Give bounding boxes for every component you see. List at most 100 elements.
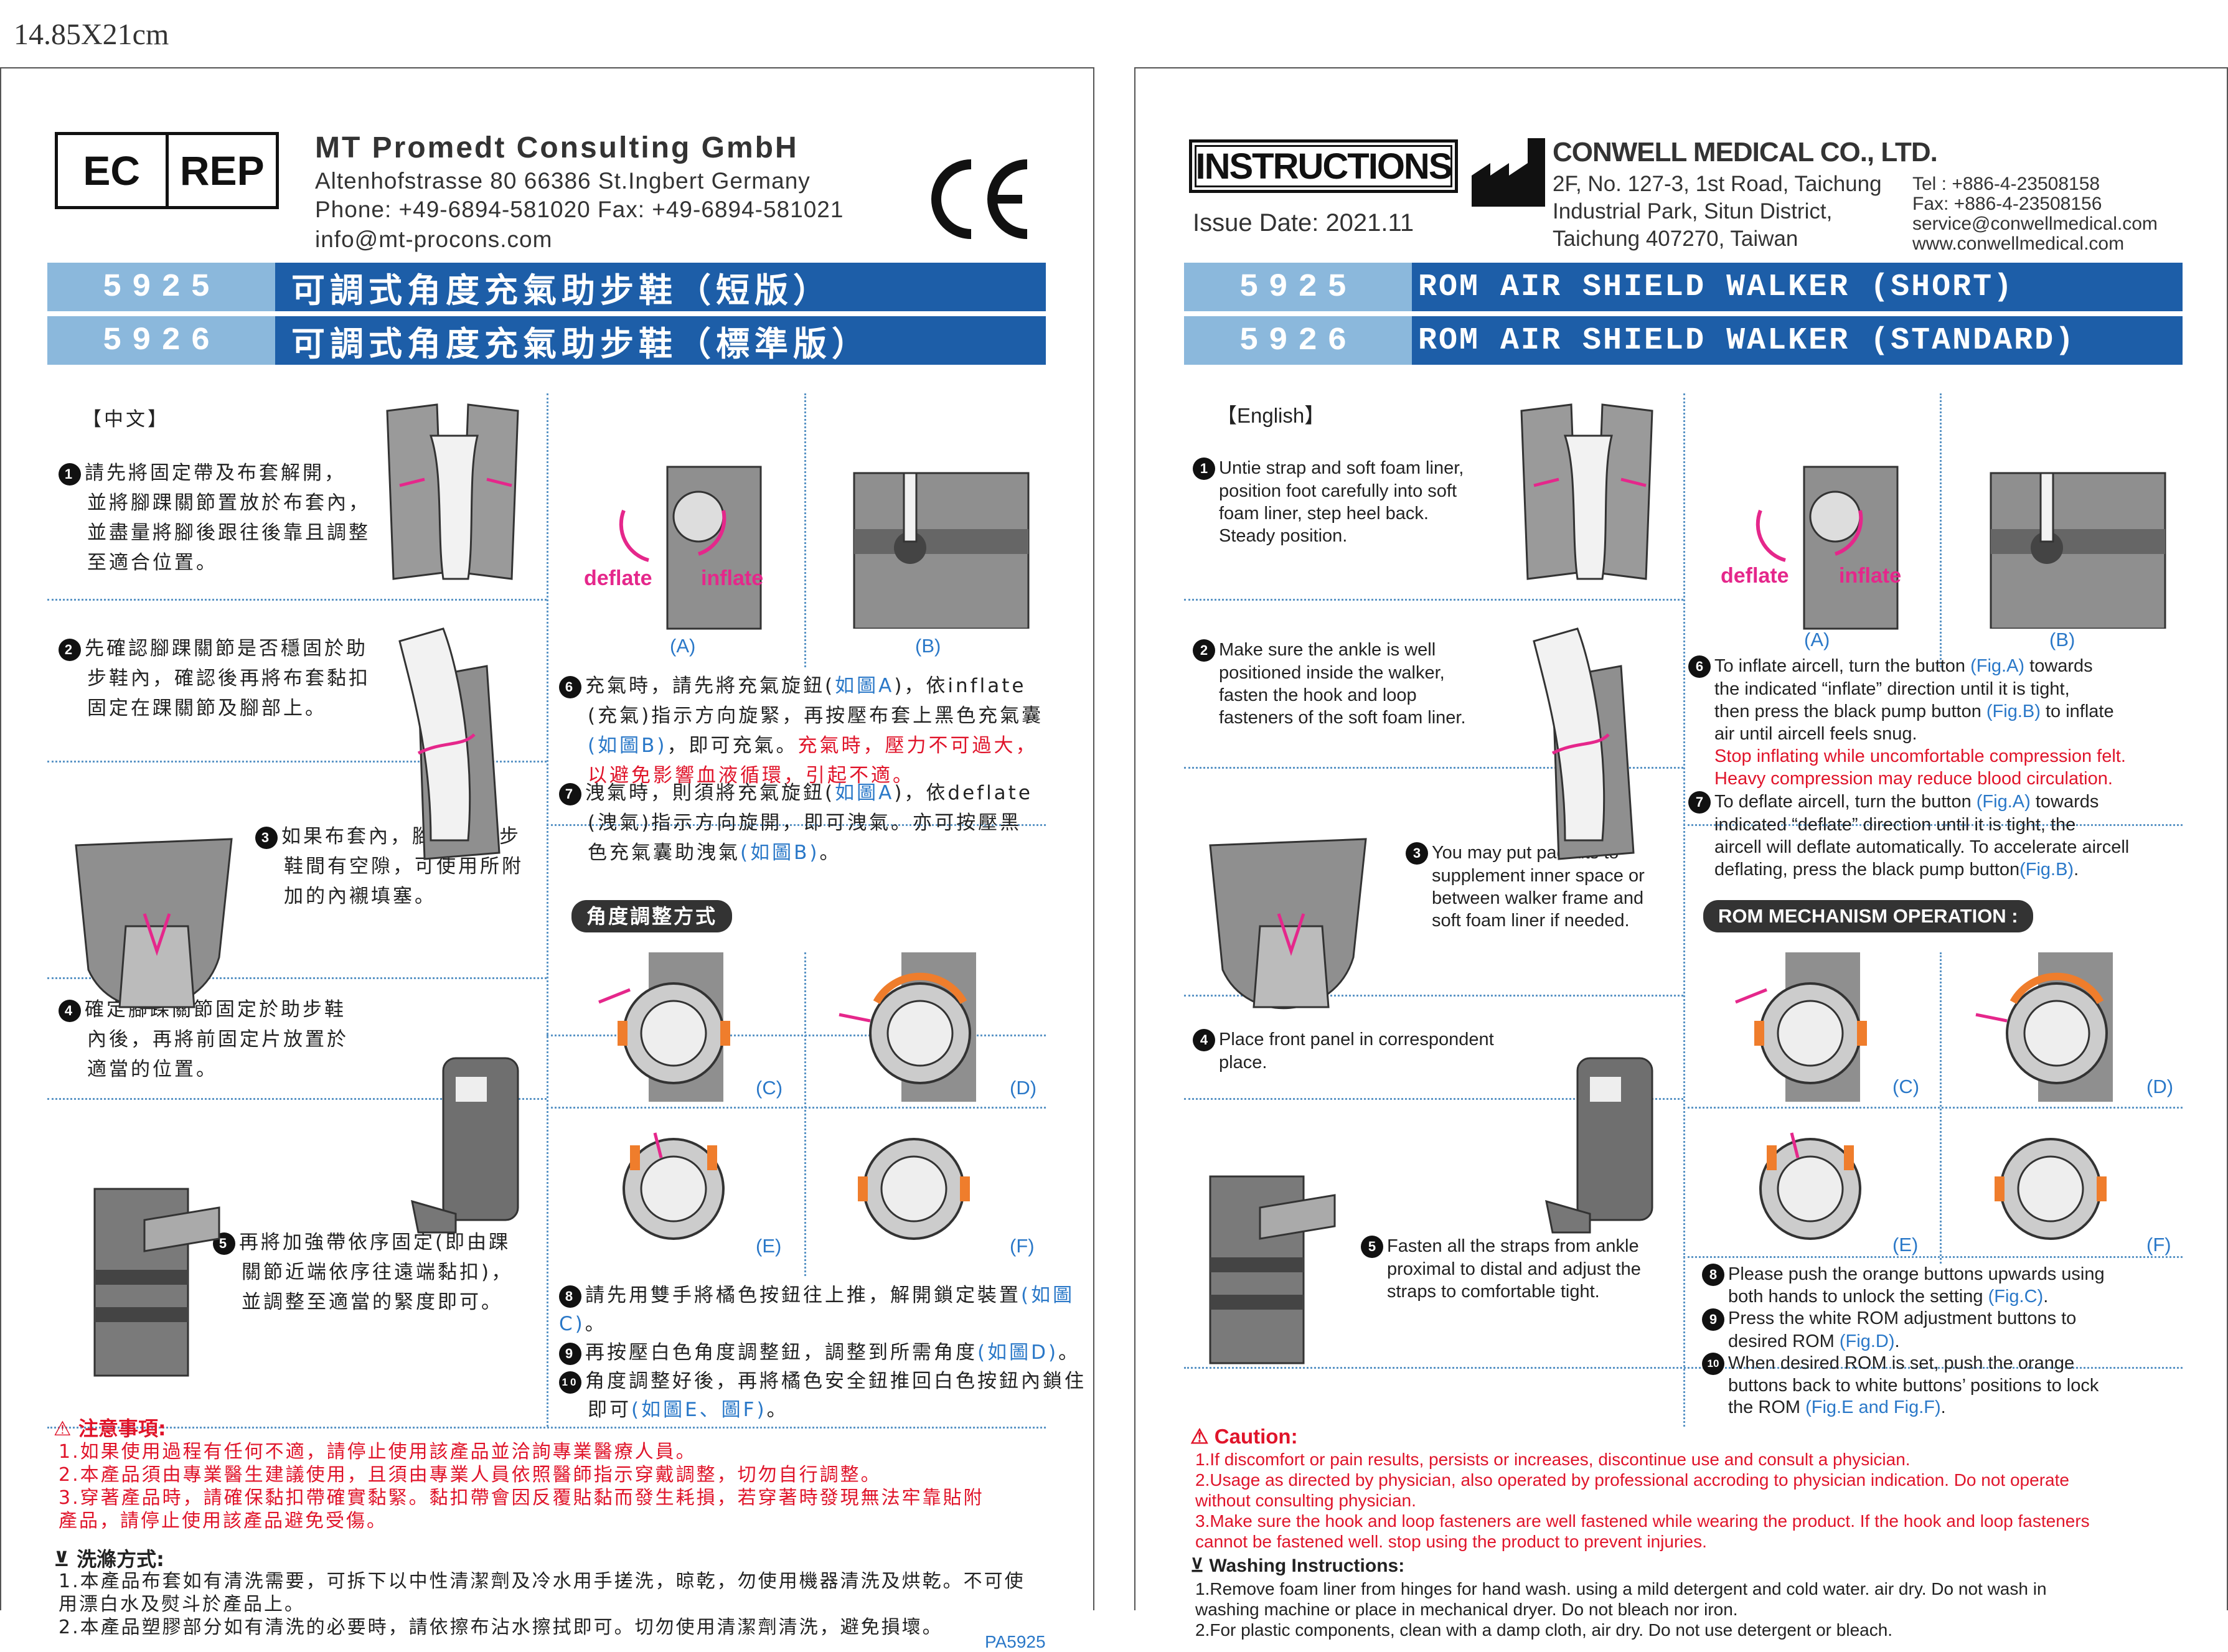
divider <box>47 977 547 979</box>
divider <box>804 952 806 1276</box>
washing-heading: ⊻ 洗滌方式: <box>54 1547 164 1571</box>
title-bar-5925: 5925 ROM AIR SHIELD WALKER (SHORT) <box>1184 263 2183 311</box>
manufacturer-icon <box>1472 138 1545 207</box>
divider <box>1184 1367 2183 1369</box>
caution-list: 1.If discomfort or pain results, persist… <box>1195 1450 2090 1551</box>
divider <box>1683 1256 2183 1258</box>
language-label: 【English】 <box>1216 404 1325 427</box>
english-instructions-panel: INSTRUCTIONS Issue Date: 2021.11 CONWELL… <box>1134 67 2228 1640</box>
ankle-in-walker-illustration <box>398 627 501 860</box>
fig-b-label: (B) <box>2049 629 2075 650</box>
fig-d-label: (D) <box>2146 1076 2174 1097</box>
warning-icon: ⚠ <box>1190 1425 1209 1448</box>
fig-d-label: (D) <box>1010 1077 1037 1099</box>
divider <box>1683 1107 2183 1109</box>
strap-fastening-illustration <box>1209 1175 1336 1364</box>
model-code: 5926 <box>1184 316 1412 365</box>
fig-a-label: (A) <box>1804 629 1830 650</box>
fig-e-label: (E) <box>1892 1234 1919 1255</box>
ec-label: EC <box>58 135 169 206</box>
washing-icon: ⊻ <box>1190 1556 1204 1576</box>
ec-rep-symbol: EC REP <box>55 132 279 209</box>
divider <box>547 1107 1046 1109</box>
fig-e-label: (E) <box>756 1235 782 1257</box>
title-bar-5926: 5926 ROM AIR SHIELD WALKER (STANDARD) <box>1184 316 2183 365</box>
divider <box>547 1035 1046 1036</box>
fig-f-illustration <box>1995 1138 2107 1240</box>
model-name: ROM AIR SHIELD WALKER (STANDARD) <box>1412 316 2183 365</box>
divider <box>47 1427 1046 1429</box>
divider <box>547 393 548 1427</box>
fig-e-illustration <box>623 1132 725 1240</box>
divider <box>47 1098 547 1100</box>
inflate-label: inflate <box>701 566 764 590</box>
fig-c-label: (C) <box>1892 1076 1920 1097</box>
manufacturer-name: CONWELL MEDICAL CO., LTD. <box>1553 137 1938 167</box>
model-name: 可調式角度充氣助步鞋（標準版） <box>275 316 1046 365</box>
foot-in-liner-illustration <box>386 403 519 580</box>
divider <box>804 393 806 667</box>
front-panel-illustration <box>411 1057 519 1234</box>
rom-adjust-tag: 角度調整方式 <box>571 900 733 932</box>
fig-b-illustration <box>1990 472 2166 629</box>
fig-f-illustration <box>858 1138 970 1240</box>
front-panel-illustration <box>1545 1057 1653 1234</box>
divider <box>1683 393 1685 1427</box>
issue-date: Issue Date: 2021.11 <box>1193 209 1414 237</box>
rep-label: REP <box>179 148 265 194</box>
divider <box>1940 393 1942 667</box>
eu-rep-company: MT Promedt Consulting GmbH <box>315 131 799 164</box>
foot-in-liner-illustration <box>1520 403 1653 580</box>
model-code: 5925 <box>47 263 275 311</box>
washing-list: 1.Remove foam liner from hinges for hand… <box>1195 1579 2047 1640</box>
deflate-label: deflate <box>1721 564 1789 588</box>
fig-e-illustration <box>1759 1132 1861 1240</box>
title-bar-5925: 5925 可調式角度充氣助步鞋（短版） <box>47 263 1046 311</box>
ankle-in-walker-illustration <box>1533 627 1635 860</box>
fig-f-label: (F) <box>2146 1234 2171 1255</box>
language-label: 【中文】 <box>82 408 169 431</box>
fig-a-illustration <box>1756 466 1899 630</box>
eu-rep-address: Altenhofstrasse 80 66386 St.Ingbert Germ… <box>315 168 811 194</box>
pad-kit-illustration <box>1209 838 1367 1010</box>
fig-f-label: (F) <box>1010 1235 1035 1257</box>
fig-c-illustration <box>1735 952 1867 1102</box>
fig-a-illustration <box>619 466 762 630</box>
fig-b-label: (B) <box>915 635 941 657</box>
model-name: ROM AIR SHIELD WALKER (SHORT) <box>1412 263 2183 311</box>
manufacturer-address: 2F, No. 127-3, 1st Road, Taichung Indust… <box>1553 172 1882 251</box>
model-code: 5925 <box>1184 263 1412 311</box>
title-bar-5926: 5926 可調式角度充氣助步鞋（標準版） <box>47 316 1046 365</box>
divider <box>47 599 547 601</box>
inflate-label: inflate <box>1839 564 1902 588</box>
caution-heading: ⚠ Caution: <box>1190 1425 1298 1448</box>
ce-mark-icon <box>931 159 1028 239</box>
warning-icon: ⚠ <box>54 1417 72 1440</box>
fig-a-label: (A) <box>670 635 696 657</box>
fig-d-illustration <box>839 952 976 1102</box>
caution-list: 1.如果使用過程有任何不適，請停止使用該產品並洽詢專業醫療人員。 2.本產品須由… <box>59 1441 984 1532</box>
page-size-label: 14.85X21cm <box>14 18 169 51</box>
fig-c-illustration <box>598 952 730 1102</box>
divider <box>1683 824 2183 826</box>
model-name: 可調式角度充氣助步鞋（短版） <box>275 263 1046 311</box>
document-code: PA5925 <box>985 1632 1046 1651</box>
fig-b-illustration <box>853 472 1030 629</box>
rom-mechanism-tag: ROM MECHANISM OPERATION : <box>1703 900 2033 932</box>
fig-d-illustration <box>1975 952 2113 1102</box>
divider <box>1184 599 1683 601</box>
washing-heading: ⊻ Washing Instructions: <box>1190 1556 1405 1576</box>
